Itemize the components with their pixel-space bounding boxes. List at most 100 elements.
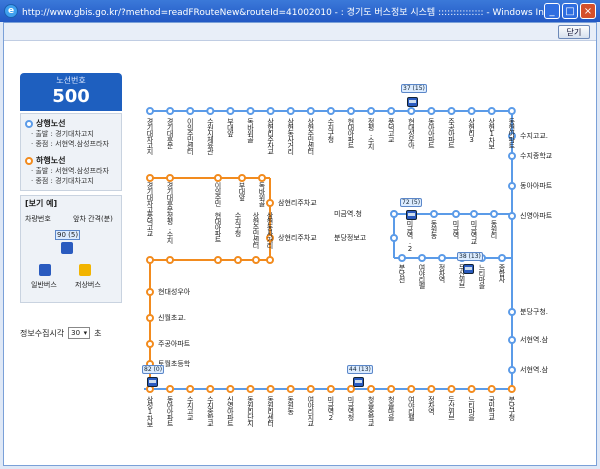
stop-dot[interactable] [206,107,215,115]
stop-dot[interactable] [286,107,295,115]
stop-label[interactable]: 동원동 [286,396,295,414]
stop-label[interactable]: 미금역.2 [406,220,414,252]
stop-label[interactable]: 독바위골 [258,182,266,206]
stop-dot[interactable] [467,385,476,393]
stop-dot[interactable] [467,107,476,115]
stop-label[interactable]: 동아아파트 [427,118,436,148]
stop-label[interactable]: 두산위브 [458,264,466,288]
stop-label[interactable]: 분당정보고 [334,234,367,242]
stop-dot[interactable] [470,210,478,218]
stop-dot[interactable] [146,288,154,296]
stop-dot[interactable] [407,107,416,115]
stop-dot[interactable] [252,256,260,264]
stop-dot[interactable] [166,107,175,115]
stop-dot[interactable] [286,385,295,393]
stop-dot[interactable] [214,174,222,182]
bus-icon[interactable] [406,210,417,220]
stop-label[interactable]: 경기대차고지 [146,118,154,154]
stop-dot[interactable] [266,199,274,207]
stop-label[interactable]: 미금역교 [470,220,478,244]
stop-label[interactable]: 미금역청 [347,396,355,420]
stop-label[interactable]: 분당구청 [507,396,516,420]
stop-dot[interactable] [146,107,154,115]
stop-label[interactable]: 정평.수지 [166,212,174,243]
stop-dot[interactable] [146,314,154,322]
stop-dot[interactable] [166,256,174,264]
stop-label[interactable]: 동원리 [490,220,498,238]
bus-badge[interactable]: 72 (5) [400,198,423,207]
stop-label[interactable]: 신월초교. [158,314,186,322]
bus-icon[interactable] [407,97,418,107]
stop-dot[interactable] [447,385,456,393]
stop-label[interactable]: 토월초등학 [158,360,191,368]
bus-badge[interactable]: 38 (13) [457,252,483,261]
stop-dot[interactable] [508,308,516,316]
stop-label[interactable]: 이의주민센터 [186,118,195,154]
stop-label[interactable]: 상현리3 [467,118,476,143]
stop-dot[interactable] [427,107,436,115]
stop-label[interactable]: 부대앞 [226,118,235,136]
stop-dot[interactable] [390,210,398,218]
stop-dot[interactable] [387,107,396,115]
stop-label[interactable]: 상현주민센터 [252,212,260,248]
stop-label[interactable]: 삼현리주차교 [278,199,317,207]
stop-label[interactable]: 현대아파트 [347,118,355,148]
stop-dot[interactable] [507,385,516,393]
stop-label[interactable]: 국민학교 [487,396,496,420]
stop-dot[interactable] [418,254,426,262]
stop-label[interactable]: 정자역 [427,396,436,414]
stop-dot[interactable] [507,107,516,115]
stop-dot[interactable] [387,385,396,393]
stop-label[interactable]: 동현아파트 [507,118,516,148]
stop-label[interactable]: 느티마을 [467,396,476,420]
stop-label[interactable]: 동원리단지 [246,396,255,426]
stop-dot[interactable] [508,132,516,140]
stop-dot[interactable] [166,385,175,393]
stop-dot[interactable] [306,107,315,115]
stop-dot[interactable] [508,212,516,220]
stop-dot[interactable] [146,256,154,264]
close-icon[interactable]: × [580,3,596,19]
stop-label[interactable]: 수원시체육관 [206,118,215,154]
stop-label[interactable]: 삼현동사거리 [286,118,295,154]
stop-label[interactable]: 동아아파트 [166,396,175,426]
stop-label[interactable]: 두산위브 [447,396,456,420]
stop-dot[interactable] [508,366,516,374]
stop-dot[interactable] [226,385,235,393]
maximize-icon[interactable]: □ [562,3,578,19]
stop-dot[interactable] [246,385,255,393]
stop-dot[interactable] [234,256,242,264]
stop-label[interactable]: 동원동 [430,220,438,238]
stop-dot[interactable] [186,385,195,393]
stop-label[interactable]: 신영아파트 [520,212,553,220]
stop-label[interactable]: 상현1차보 [487,118,496,149]
stop-dot[interactable] [186,107,195,115]
stop-label[interactable]: 경기대후문 [166,182,174,212]
stop-dot[interactable] [498,254,506,262]
stop-label[interactable]: 미금역.청 [334,210,362,218]
stop-dot[interactable] [266,256,274,264]
stop-label[interactable]: 경기대차고 [146,182,154,212]
stop-label[interactable]: 부대앞 [238,182,246,200]
stop-dot[interactable] [390,234,398,242]
stop-label[interactable]: 정자역 [438,264,446,282]
stop-dot[interactable] [146,340,154,348]
stop-label[interactable]: 여야리펠 [407,396,416,420]
stop-label[interactable]: 경기대후문 [166,118,175,148]
stop-label[interactable]: 여야리지교 [306,396,315,426]
stop-label[interactable]: 상현주민센터 [306,118,315,154]
stop-dot[interactable] [266,234,274,242]
minimize-icon[interactable]: _ [544,3,560,19]
stop-dot[interactable] [226,107,235,115]
stop-dot[interactable] [438,254,446,262]
stop-label[interactable]: 수지종학교 [520,152,553,160]
stop-dot[interactable] [427,385,436,393]
stop-label[interactable]: 수지구청 [234,212,242,236]
stop-label[interactable]: 여야리펠 [418,264,426,288]
stop-dot[interactable] [266,385,275,393]
stop-label[interactable]: 삼성1차보 [146,396,154,427]
stop-dot[interactable] [367,385,376,393]
stop-dot[interactable] [447,107,456,115]
stop-label[interactable]: 현대아파트 [214,212,222,242]
bus-icon[interactable] [463,264,474,274]
